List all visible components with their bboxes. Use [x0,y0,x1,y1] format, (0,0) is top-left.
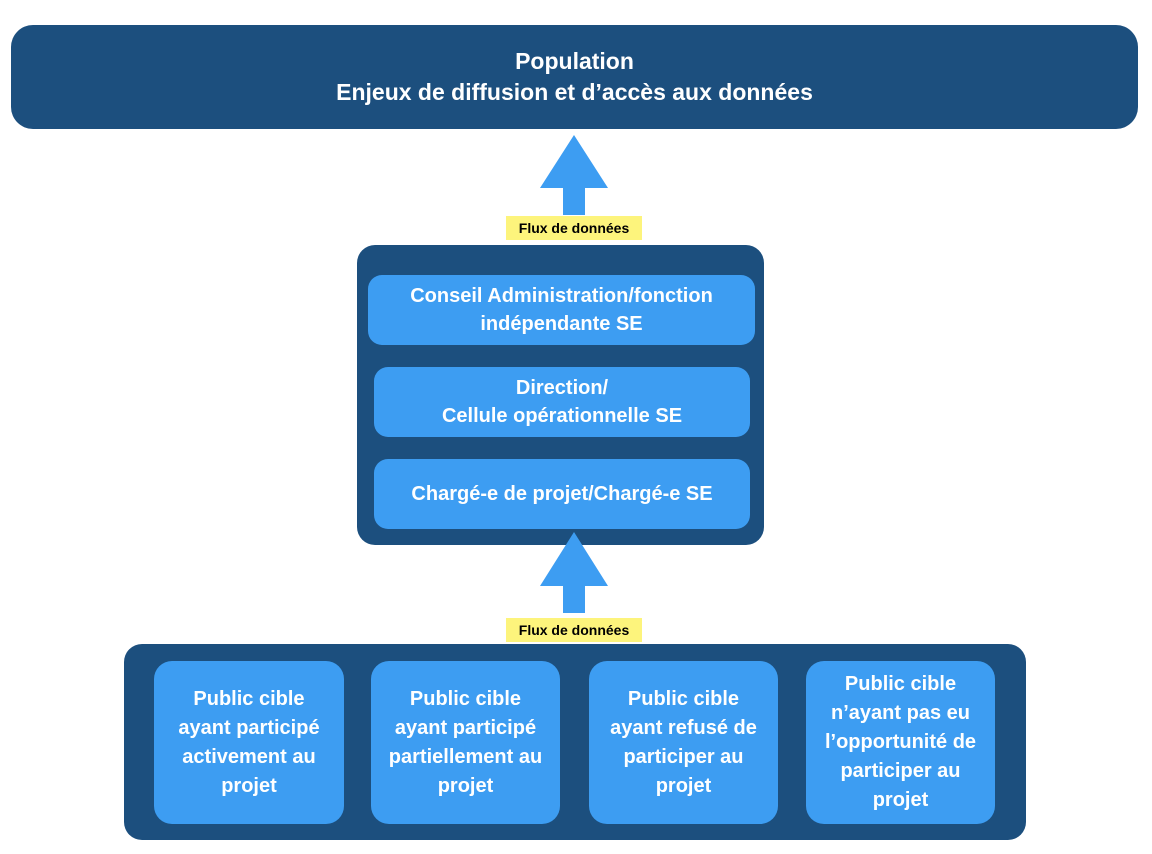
population-subtitle: Enjeux de diffusion et d’accès aux donné… [336,79,813,105]
charge-projet-box: Chargé-e de projet/Chargé-e SE [374,459,750,529]
population-box: Population Enjeux de diffusion et d’accè… [11,25,1138,129]
upper-flow-label: Flux de données [506,216,642,240]
public-cible-actif-box: Public cible ayant participé activement … [154,661,344,824]
direction-box: Direction/ Cellule opérationnelle SE [374,367,750,437]
public-cible-partiel-box: Public cible ayant participé partielleme… [371,661,560,824]
upper-flow-arrow [540,135,608,215]
conseil-administration-box: Conseil Administration/fonction indépend… [368,275,755,345]
population-title: Population [515,48,634,74]
lower-flow-label: Flux de données [506,618,642,642]
lower-flow-arrow [540,532,608,613]
public-cible-sans-opportunite-box: Public cible n’ayant pas eu l’opportunit… [806,661,995,824]
public-cible-refus-box: Public cible ayant refusé de participer … [589,661,778,824]
